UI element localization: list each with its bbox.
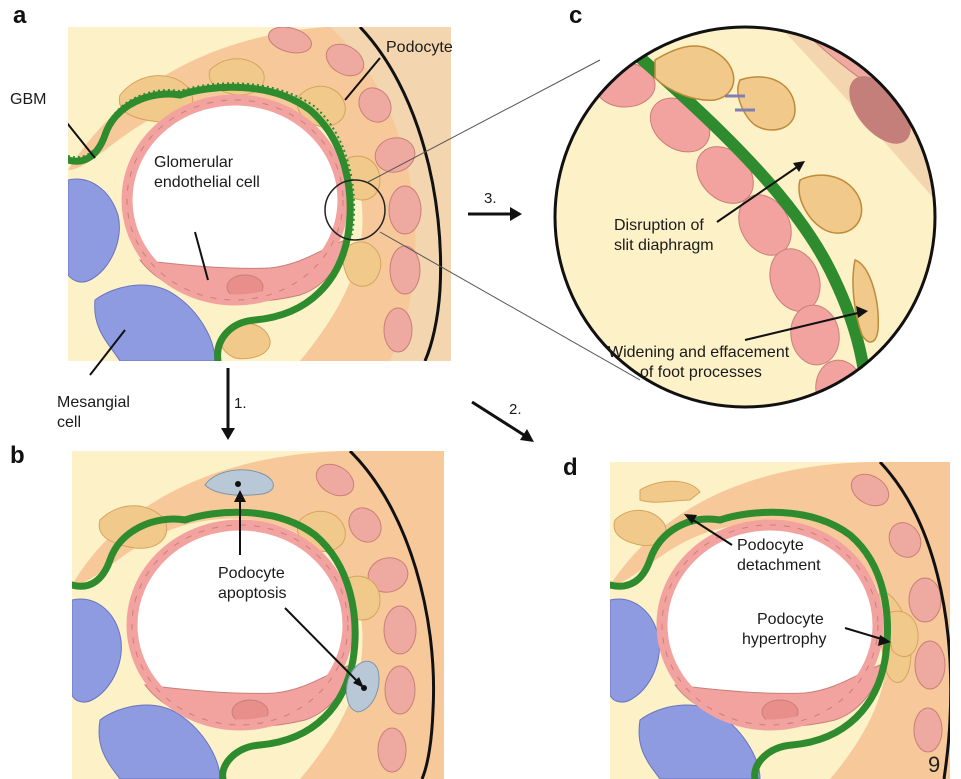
panel-a: a Podocyte GBM Glomerular endothelial ce… <box>10 2 453 431</box>
panel-b: b Podocyte apoptosis <box>10 442 470 779</box>
panel-letter-c: c <box>569 2 582 29</box>
mesangial-label-line2: cell <box>57 414 81 431</box>
page-number: 9 <box>928 752 940 777</box>
widening-label-line2: of foot processes <box>640 364 762 381</box>
podocyte-label: Podocyte <box>386 39 453 56</box>
endothelial-label-line2: endothelial cell <box>154 174 260 191</box>
gbm-label: GBM <box>10 91 46 108</box>
panel-c: c Disruption of slit diaphragm Widening … <box>555 2 935 424</box>
panel-d: d Podocyte detachment Podocyte hypertrop… <box>563 454 951 779</box>
step-2-label: 2. <box>509 401 522 418</box>
panel-letter-b: b <box>10 442 25 469</box>
apoptosis-label-line1: Podocyte <box>218 565 285 582</box>
panel-letter-d: d <box>563 454 578 481</box>
hypertrophy-label-line1: Podocyte <box>757 611 824 628</box>
step-1-label: 1. <box>234 395 247 412</box>
detachment-label-line1: Podocyte <box>737 537 804 554</box>
panel-letter-a: a <box>13 2 27 29</box>
apoptosis-label-line2: apoptosis <box>218 585 287 602</box>
disruption-label-line1: Disruption of <box>614 217 704 234</box>
endothelial-label-line1: Glomerular <box>154 154 234 171</box>
disruption-label-line2: slit diaphragm <box>614 237 714 254</box>
step-3-label: 3. <box>484 190 497 207</box>
mesangial-label-line1: Mesangial <box>57 394 130 411</box>
hypertrophy-label-line2: hypertrophy <box>742 631 827 648</box>
detachment-label-line2: detachment <box>737 557 821 574</box>
widening-label-line1: Widening and effacement <box>608 344 790 361</box>
